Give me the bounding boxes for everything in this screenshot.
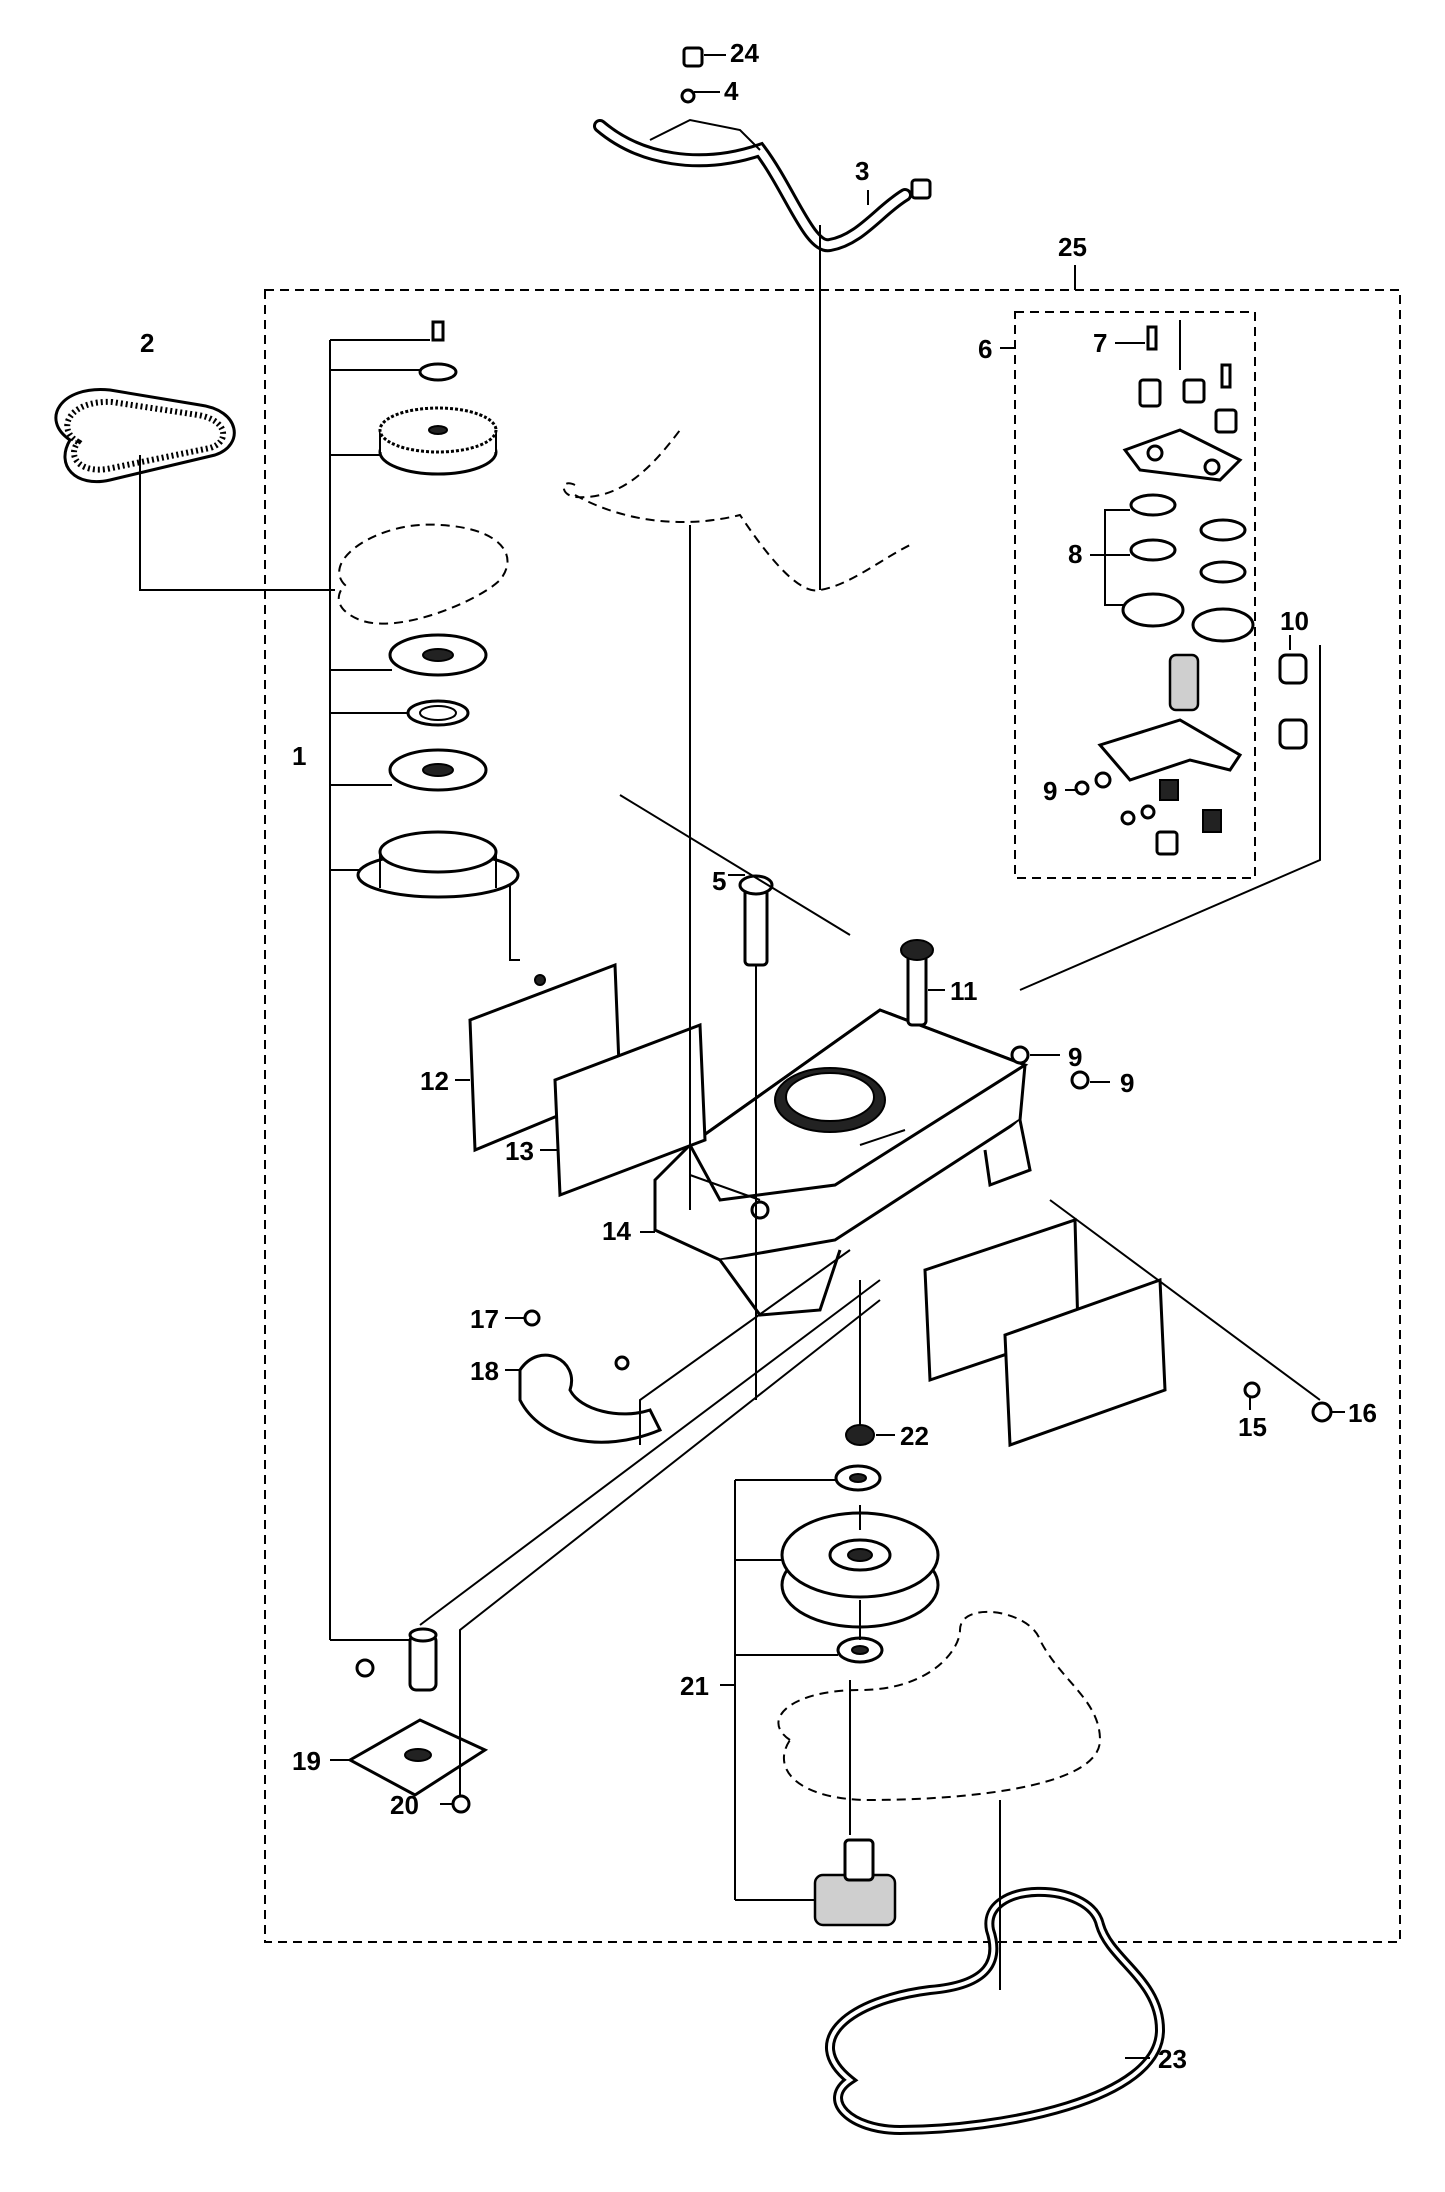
timing-belt-ghost [337,523,509,625]
assembly-25-boundary [264,289,1401,1943]
label-3: 3 [855,156,869,186]
label-10: 10 [1280,606,1309,636]
label-13: 13 [505,1136,534,1166]
bolt-17 [523,1309,541,1327]
label-25: 25 [1058,232,1087,262]
handle-bar-ghost [562,429,911,592]
label-21: 21 [680,1671,709,1701]
label-16: 16 [1348,1398,1377,1428]
label-14: 14 [602,1216,631,1246]
v-belt-ghost [777,1610,1102,1802]
cover-plate-13 [553,1022,707,1198]
label-9-a: 9 [1043,776,1057,806]
label-11: 11 [950,976,978,1006]
label-17: 17 [470,1304,499,1334]
bolt-15 [1243,1381,1261,1399]
bracket-18 [518,1353,663,1444]
pin-5 [738,874,774,967]
label-15: 15 [1238,1412,1267,1442]
cover-plate-right-b [1003,1277,1167,1448]
bolt-9b [1070,1070,1090,1090]
label-7: 7 [1093,328,1107,358]
main-frame [653,1008,1032,1317]
label-4: 4 [724,76,739,106]
label-18: 18 [470,1356,499,1386]
pin-11 [900,939,934,1027]
label-9-b: 9 [1068,1042,1082,1072]
label-22: 22 [900,1421,929,1451]
shaft-and-plate-19 [346,1627,489,1797]
label-20: 20 [390,1790,419,1820]
leader-8 [1090,509,1130,606]
label-9-c: 9 [1120,1068,1134,1098]
label-23: 23 [1158,2044,1187,2074]
bolt-9a [1010,1045,1030,1065]
leader-21 [720,1479,838,1901]
label-2: 2 [140,328,154,358]
pulley-stack-1 [356,320,520,899]
label-5: 5 [712,866,726,896]
v-belt-23 [825,1886,1166,2136]
timing-belt [54,388,236,483]
connection-lines [139,225,1321,1990]
handle-bar [584,46,932,253]
leader-1 [329,339,430,1641]
label-1: 1 [292,741,306,771]
label-24: 24 [730,38,759,68]
leader-9-mid [1030,1054,1110,1083]
label-12: 12 [420,1066,449,1096]
label-6: 6 [978,334,992,364]
label-8: 8 [1068,539,1082,569]
spacer-22 [845,1424,875,1446]
subassembly-6-boundary [1014,311,1256,879]
bolt-16 [1311,1401,1333,1423]
label-19: 19 [292,1746,321,1776]
bolt-20 [451,1794,471,1814]
drive-pulley-stack-21 [780,1464,940,1927]
mount-subassembly [1074,325,1308,856]
